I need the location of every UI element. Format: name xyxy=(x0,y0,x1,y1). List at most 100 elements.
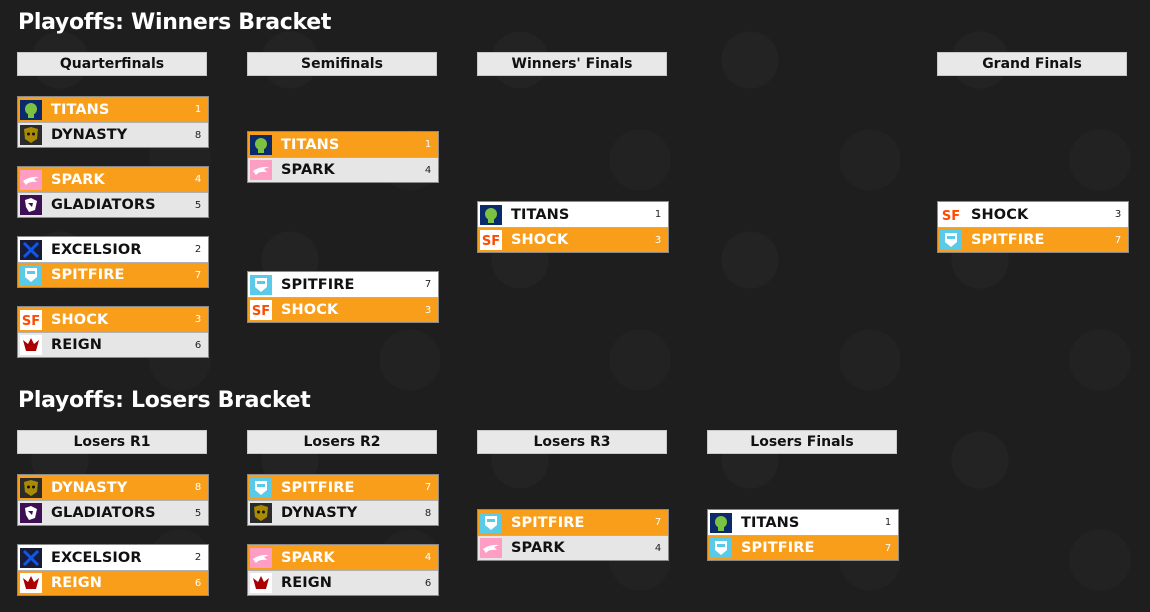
reign-logo-icon xyxy=(248,571,274,595)
team-score: 1 xyxy=(654,209,662,220)
team-score: 3 xyxy=(1114,209,1122,220)
team-name: REIGN xyxy=(51,337,103,353)
excelsior-logo-icon xyxy=(18,546,44,570)
team-score: 7 xyxy=(654,517,662,528)
team-name: GLADIATORS xyxy=(51,505,156,521)
gladiators-logo-icon xyxy=(18,501,44,525)
team-name: SPARK xyxy=(51,171,105,188)
team-row-spitfire[interactable]: SPITFIRE 7 xyxy=(938,227,1128,252)
team-row-shock[interactable]: SF SHOCK 3 xyxy=(478,227,668,252)
team-name: SHOCK xyxy=(281,302,339,318)
team-score: 3 xyxy=(194,314,202,325)
team-score: 7 xyxy=(194,269,202,281)
team-name: EXCELSIOR xyxy=(51,241,142,258)
team-name: TITANS xyxy=(51,101,110,118)
team-score: 2 xyxy=(194,552,202,563)
team-row-titans[interactable]: TITANS 1 xyxy=(478,202,668,227)
team-row-excelsior[interactable]: EXCELSIOR 2 xyxy=(18,545,208,570)
shock-logo-icon: SF xyxy=(938,203,964,227)
team-row-spitfire[interactable]: SPITFIRE 7 xyxy=(248,475,438,500)
round-header-grand-finals: Grand Finals xyxy=(937,52,1127,76)
team-score: 7 xyxy=(424,482,432,493)
team-score: 8 xyxy=(194,482,202,493)
team-name: SPITFIRE xyxy=(971,232,1045,248)
team-name: TITANS xyxy=(511,206,570,223)
spitfire-logo-icon xyxy=(478,511,504,535)
titans-logo-icon xyxy=(248,133,274,157)
team-name: SPITFIRE xyxy=(51,267,125,283)
excelsior-logo-icon xyxy=(18,238,44,262)
svg-text:SF: SF xyxy=(942,209,960,224)
round-header-losers-finals: Losers Finals xyxy=(707,430,897,454)
titans-logo-icon xyxy=(478,203,504,227)
team-score: 3 xyxy=(654,234,662,246)
team-score: 4 xyxy=(654,542,662,554)
round-header-semifinals: Semifinals xyxy=(247,52,437,76)
dynasty-logo-icon xyxy=(18,476,44,500)
team-name: REIGN xyxy=(51,575,103,591)
team-name: SPITFIRE xyxy=(741,540,815,556)
dynasty-logo-icon xyxy=(248,501,274,525)
svg-text:SF: SF xyxy=(482,234,500,249)
team-row-reign[interactable]: REIGN 6 xyxy=(18,570,208,595)
team-score: 2 xyxy=(194,244,202,255)
round-header-winners-finals: Winners' Finals xyxy=(477,52,667,76)
team-score: 7 xyxy=(1114,234,1122,246)
team-score: 6 xyxy=(194,577,202,589)
team-row-spitfire[interactable]: SPITFIRE 7 xyxy=(18,262,208,287)
team-name: SPITFIRE xyxy=(511,514,585,531)
losers-bracket-title: Playoffs: Losers Bracket xyxy=(18,388,311,413)
spark-logo-icon xyxy=(478,536,504,560)
team-score: 1 xyxy=(424,139,432,150)
svg-text:SF: SF xyxy=(22,314,40,329)
team-name: SPITFIRE xyxy=(281,479,355,496)
team-name: SHOCK xyxy=(511,232,569,248)
team-row-spitfire[interactable]: SPITFIRE 7 xyxy=(478,510,668,535)
team-name: SPITFIRE xyxy=(281,276,355,293)
shock-logo-icon: SF xyxy=(18,308,44,332)
team-row-excelsior[interactable]: EXCELSIOR 2 xyxy=(18,237,208,262)
team-name: TITANS xyxy=(741,514,800,531)
team-score: 3 xyxy=(424,304,432,316)
spark-logo-icon xyxy=(248,546,274,570)
team-name: EXCELSIOR xyxy=(51,549,142,566)
team-score: 5 xyxy=(194,199,202,211)
winners-bracket-title: Playoffs: Winners Bracket xyxy=(18,10,332,35)
dynasty-logo-icon xyxy=(18,123,44,147)
shock-logo-icon: SF xyxy=(478,228,504,252)
round-header-losers-r2: Losers R2 xyxy=(247,430,437,454)
